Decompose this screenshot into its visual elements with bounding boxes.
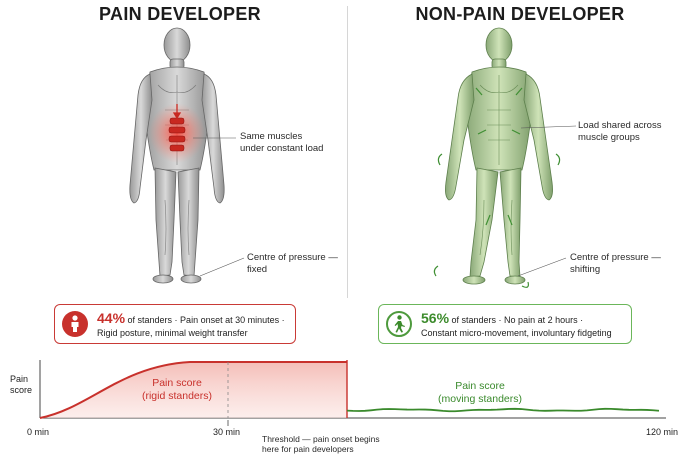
figures-illustration [129, 27, 577, 288]
x-tick-30: 30 min [213, 427, 241, 437]
non-pain-stat-line2: Constant micro-movement, involuntary fid… [421, 328, 612, 338]
walking-person-icon [386, 311, 412, 337]
left-load-arrows [172, 104, 182, 120]
pain-stat-line1: 44% of standers · Pain onset at 30 minut… [97, 310, 285, 326]
rigid-standers-label: Pain score (rigid standers) [141, 377, 213, 402]
moving-standers-label: Pain score (moving standers) [437, 380, 523, 405]
pain-score-chart [39, 360, 666, 426]
y-axis-label: Pain score [10, 374, 33, 395]
right-shared-load-arrows [433, 87, 561, 288]
x-tick-120: 120 min [646, 427, 679, 437]
right-pressure-leader [517, 257, 567, 277]
left-pressure-leader [199, 257, 245, 277]
pain-developer-stat-box: 44% of standers · Pain onset at 30 minut… [54, 304, 296, 344]
standing-person-icon [62, 311, 88, 337]
non-pain-stat-line1: 56% of standers · No pain at 2 hours · [421, 310, 584, 326]
column-divider [347, 6, 348, 298]
right-pressure-annotation: Centre of pressure — shifting [570, 252, 661, 275]
rigid-standers-line [39, 361, 347, 419]
pain-stat-line2: Rigid posture, minimal weight transfer [97, 328, 248, 338]
non-pain-developer-title: NON-PAIN DEVELOPER [415, 4, 625, 24]
right-load-annotation: Load shared across muscle groups [578, 120, 662, 143]
threshold-note: Threshold — pain onset begins here for p… [262, 434, 380, 454]
left-pressure-annotation: Centre of pressure — fixed [247, 252, 338, 275]
moving-standers-line [346, 407, 660, 413]
non-pain-developer-stat-box: 56% of standers · No pain at 2 hours · C… [378, 304, 632, 344]
right-load-leader [520, 125, 577, 129]
rigid-standers-area [40, 362, 347, 418]
x-tick-0: 0 min [27, 427, 50, 437]
left-load-annotation: Same muscles under constant load [240, 131, 324, 154]
pain-developer-title: PAIN DEVELOPER [99, 4, 261, 24]
right-muscle-lines [479, 75, 519, 256]
